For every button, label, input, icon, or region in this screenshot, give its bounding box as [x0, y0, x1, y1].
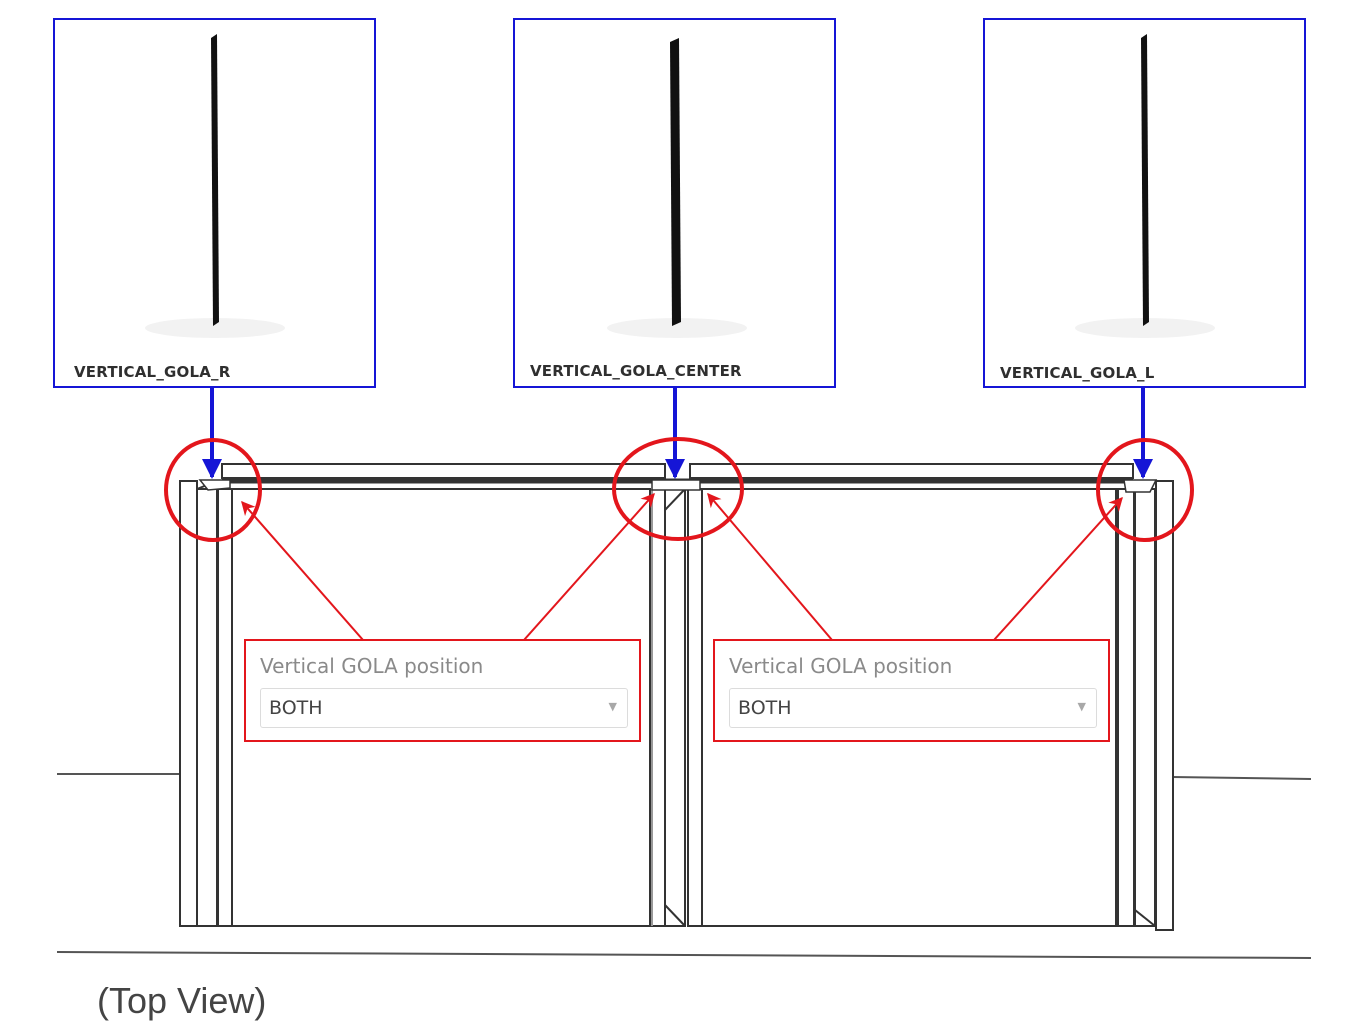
gola-position-select[interactable]: BOTH ▼ [260, 688, 628, 728]
gola-position-select[interactable]: BOTH ▼ [729, 688, 1097, 728]
gola-position-value: BOTH [269, 697, 323, 719]
center-partition [664, 488, 703, 927]
wall-lines [56, 773, 1312, 959]
thumbnail-vertical-gola-l: VERTICAL_GOLA_L [983, 18, 1306, 388]
blue-pointer-arrows [202, 387, 1153, 479]
caret-down-icon: ▼ [1077, 700, 1086, 713]
gola-position-panel-left: Vertical GOLA position BOTH ▼ [244, 639, 641, 742]
red-callout-lines [241, 492, 1123, 641]
thumbnail-label: VERTICAL_GOLA_R [74, 363, 231, 381]
caret-down-icon: ▼ [608, 700, 617, 713]
top-frame [221, 463, 1134, 484]
thumbnail-vertical-gola-r: VERTICAL_GOLA_R [53, 18, 376, 388]
view-caption: (Top View) [97, 980, 267, 1021]
highlight-circles [164, 437, 1194, 542]
thumbnail-label: VERTICAL_GOLA_CENTER [530, 362, 742, 380]
thumbnail-label: VERTICAL_GOLA_L [1000, 364, 1155, 382]
gola-position-label: Vertical GOLA position [729, 654, 953, 678]
gola-position-label: Vertical GOLA position [260, 654, 484, 678]
gola-position-panel-right: Vertical GOLA position BOTH ▼ [713, 639, 1110, 742]
gola-position-value: BOTH [738, 697, 792, 719]
gola-profile-image [145, 34, 285, 338]
left-side-panel [179, 480, 233, 927]
gola-profile-image [607, 38, 747, 338]
gola-profiles [198, 479, 1158, 493]
thumbnail-vertical-gola-center: VERTICAL_GOLA_CENTER [513, 18, 836, 388]
gola-profile-image [1075, 34, 1215, 338]
right-side-panel [1117, 480, 1174, 931]
